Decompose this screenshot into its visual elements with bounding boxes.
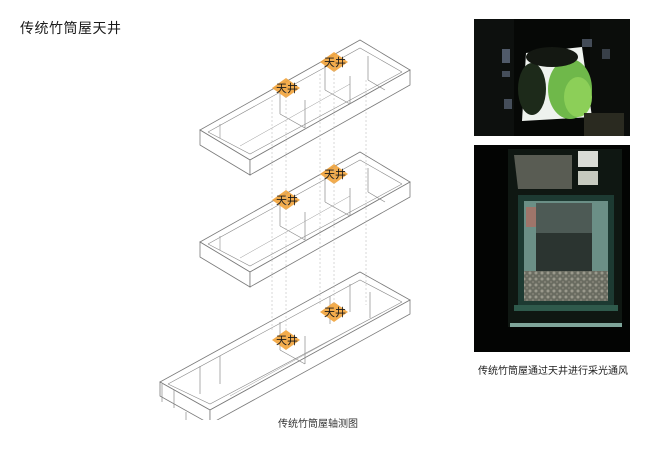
window-view-photo bbox=[474, 145, 630, 352]
alignment-lines bbox=[271, 66, 367, 330]
photo-caption: 传统竹筒屋通过天井进行采光通风 bbox=[478, 366, 628, 377]
courtyard-label: 天井 bbox=[324, 167, 346, 181]
courtyard-label: 天井 bbox=[276, 193, 298, 207]
courtyard-tile bbox=[272, 330, 300, 350]
floor-level-2: 天井 天井 bbox=[199, 151, 411, 288]
floor-level-3: 天井 天井 bbox=[159, 271, 411, 420]
courtyard-sky-photo bbox=[474, 19, 630, 136]
courtyard-tile bbox=[320, 52, 348, 72]
courtyard-label: 天井 bbox=[324, 305, 346, 319]
courtyard-label: 天井 bbox=[276, 333, 298, 347]
courtyard-tile bbox=[320, 302, 348, 322]
floor-level-1: 天井 天井 bbox=[199, 39, 411, 176]
courtyard-label: 天井 bbox=[276, 81, 298, 95]
courtyard-label: 天井 bbox=[324, 55, 346, 69]
axonometric-diagram: 天井 天井 天井 天井 天井 天井 bbox=[159, 39, 411, 420]
page-title: 传统竹筒屋天井 bbox=[20, 21, 122, 37]
courtyard-tile bbox=[272, 78, 300, 98]
diagram-caption: 传统竹筒屋轴测图 bbox=[278, 419, 358, 430]
